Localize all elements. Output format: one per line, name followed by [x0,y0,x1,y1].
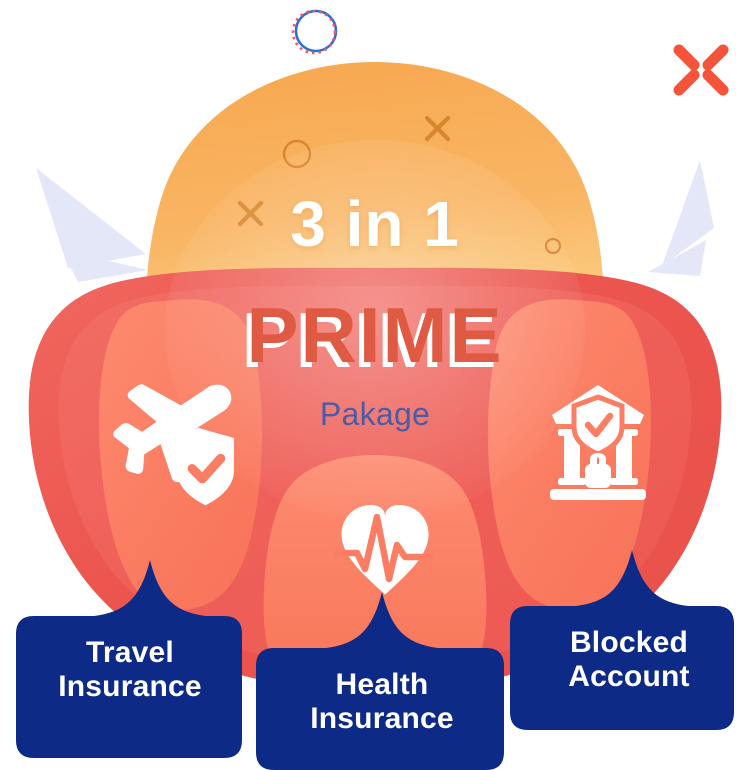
badge-label-travel-line1: Travel [86,636,174,669]
badge-travel[interactable] [16,560,242,758]
badge-blocked[interactable] [510,550,734,730]
heart-pulse-icon [333,505,435,595]
bank-lock-shield-icon [550,385,646,500]
page-title: PRIME [246,291,504,379]
center-glow [165,140,585,520]
speed-lines-right [648,160,714,276]
sparkle-small-icon-a [424,115,451,142]
badge-label-blocked: Blocked Account [521,626,737,694]
badge-label-health: Health Insurance [262,668,502,736]
badge-health[interactable] [256,592,504,770]
badge-label-travel: Travel Insurance [22,636,238,704]
headline-text: 3 in 1 [290,188,460,260]
badge-label-blocked-line2: Account [568,660,690,694]
badge-label-blocked-line1: Blocked [569,626,689,659]
sparkle-x-icon [673,44,729,96]
speed-lines-left [36,168,148,282]
badge-label-health-line2: Insurance [310,702,454,736]
badge-label-health-line1: Health [335,668,429,701]
subtitle-text: Pakage [319,396,431,432]
badge-label-travel-line2: Insurance [58,670,202,704]
dotted-ring-icon [291,9,338,55]
airplane-shield-icon [113,384,234,506]
